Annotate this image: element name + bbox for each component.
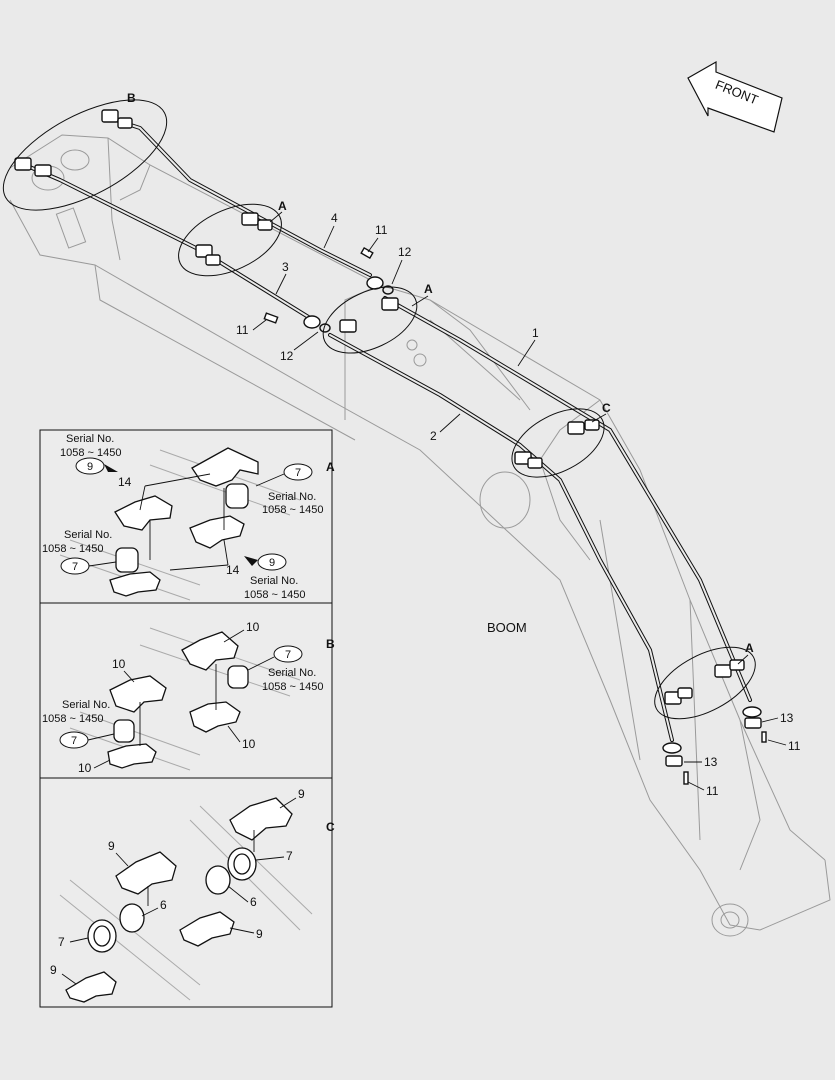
detail-c-part-9-left: 9 [108, 839, 115, 853]
detail-b-part-10-lower: 10 [78, 761, 92, 775]
callout-1: 1 [532, 326, 539, 340]
detail-a-letter: A [326, 460, 335, 474]
detail-a-ref-7-lower: 7 [72, 561, 78, 573]
detail-c-part-9-lower: 9 [50, 963, 57, 977]
zone-letters: B A A C A [127, 91, 754, 665]
callout-11-right: 11 [788, 739, 801, 753]
detail-a-range-3: 1058 ~ 1450 [42, 543, 103, 555]
callout-11-upper: 11 [375, 223, 388, 237]
part-callouts: 1 2 3 4 11 11 12 12 13 13 11 11 [236, 211, 801, 798]
detail-c-part-9-upper: 9 [298, 787, 305, 801]
detail-b-serial-2: Serial No. [62, 699, 110, 711]
detail-c-part-7-left: 7 [58, 935, 65, 949]
callout-13-right: 13 [780, 711, 794, 725]
callout-13-left: 13 [704, 755, 718, 769]
zone-label-c: C [602, 401, 611, 415]
detail-b-ref-7-lower: 7 [71, 735, 77, 747]
detail-b-letter: B [326, 637, 335, 651]
detail-a-serial-1: Serial No. [66, 433, 114, 445]
callout-4: 4 [331, 211, 338, 225]
detail-a-range-1: 1058 ~ 1450 [60, 447, 121, 459]
detail-b-range-2: 1058 ~ 1450 [42, 713, 103, 725]
detail-b-part-10-right: 10 [242, 737, 256, 751]
callout-12-left: 12 [280, 349, 294, 363]
boom-label: BOOM [487, 620, 527, 635]
callout-11-lower: 11 [706, 784, 719, 798]
zone-label-a-lower: A [745, 641, 754, 655]
detail-c-part-7-right: 7 [286, 849, 293, 863]
detail-panel-a: A Serial No. 1058 ~ 1450 9 14 7 Serial N… [39, 429, 335, 604]
detail-a-ref-7-upper: 7 [295, 467, 301, 479]
detail-panel-c: C 9 9 7 6 6 9 7 9 [39, 777, 335, 1008]
zone-label-b: B [127, 91, 136, 105]
pipe-line-4 [113, 118, 372, 277]
detail-a-range-4: 1058 ~ 1450 [244, 589, 305, 601]
detail-panel-b: B 10 10 7 Serial No. 1058 ~ 1450 Serial … [39, 602, 335, 779]
detail-a-range-2: 1058 ~ 1450 [262, 504, 323, 516]
callout-2: 2 [430, 429, 437, 443]
detail-a-serial-2: Serial No. [268, 491, 316, 503]
detail-a-ref-9: 9 [87, 461, 93, 473]
detail-c-part-6-right: 6 [250, 895, 257, 909]
zone-label-a-mid: A [424, 282, 433, 296]
detail-a-ref-9-lower: 9 [269, 557, 275, 569]
detail-c-part-9-right: 9 [256, 927, 263, 941]
callout-11-left: 11 [236, 323, 249, 337]
detail-b-part-10-left: 10 [112, 657, 126, 671]
detail-b-range-1: 1058 ~ 1450 [262, 681, 323, 693]
detail-a-serial-4: Serial No. [250, 575, 298, 587]
detail-a-serial-3: Serial No. [64, 529, 112, 541]
pipe-line-3 [23, 163, 312, 320]
zone-ellipses [2, 99, 756, 720]
pipe-line-2 [328, 333, 674, 742]
detail-b-part-10-upper: 10 [246, 620, 260, 634]
pipe-line-1 [383, 296, 752, 702]
callout-12-upper: 12 [398, 245, 412, 259]
detail-b-ref-7-upper: 7 [285, 649, 291, 661]
zone-label-a-upper: A [278, 199, 287, 213]
pipe-clamps [14, 109, 745, 705]
detail-a-part-14-upper: 14 [118, 475, 132, 489]
detail-a-part-14-lower: 14 [226, 563, 240, 577]
detail-c-part-6-upper: 6 [160, 898, 167, 912]
front-direction-arrow: FRONT [687, 60, 783, 133]
callout-3: 3 [282, 260, 289, 274]
detail-b-serial-1: Serial No. [268, 667, 316, 679]
detail-c-letter: C [326, 820, 335, 834]
